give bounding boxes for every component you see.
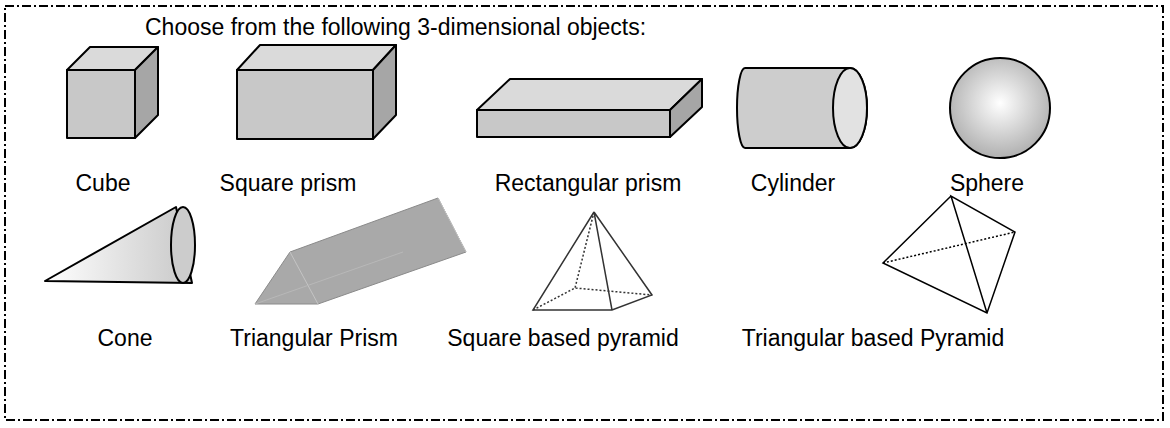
shape-name: Triangular Prism <box>230 324 398 352</box>
dashed-frame <box>5 6 1163 420</box>
shape-name: Square prism <box>220 169 357 197</box>
heading-text: Choose from the following 3-dimensional … <box>145 13 646 41</box>
shape-name: Square based pyramid <box>447 324 678 352</box>
cube-figure <box>67 47 158 138</box>
shape-name: Sphere <box>950 169 1024 197</box>
shape-name: Cone <box>98 324 153 352</box>
square-prism-figure <box>237 45 396 139</box>
shape-name: Cube <box>76 169 131 197</box>
shape-name: Rectangular prism <box>495 169 682 197</box>
square-pyramid-figure <box>533 212 652 310</box>
triangular-prism-figure <box>255 198 466 304</box>
triangular-pyramid-figure <box>883 196 1015 313</box>
cylinder-figure <box>737 68 867 148</box>
rectangular-prism-figure <box>477 79 702 137</box>
shape-name: Cylinder <box>751 169 835 197</box>
shape-name: Triangular based Pyramid <box>742 324 1005 352</box>
sphere-figure <box>950 58 1050 158</box>
cone-figure <box>45 207 195 283</box>
